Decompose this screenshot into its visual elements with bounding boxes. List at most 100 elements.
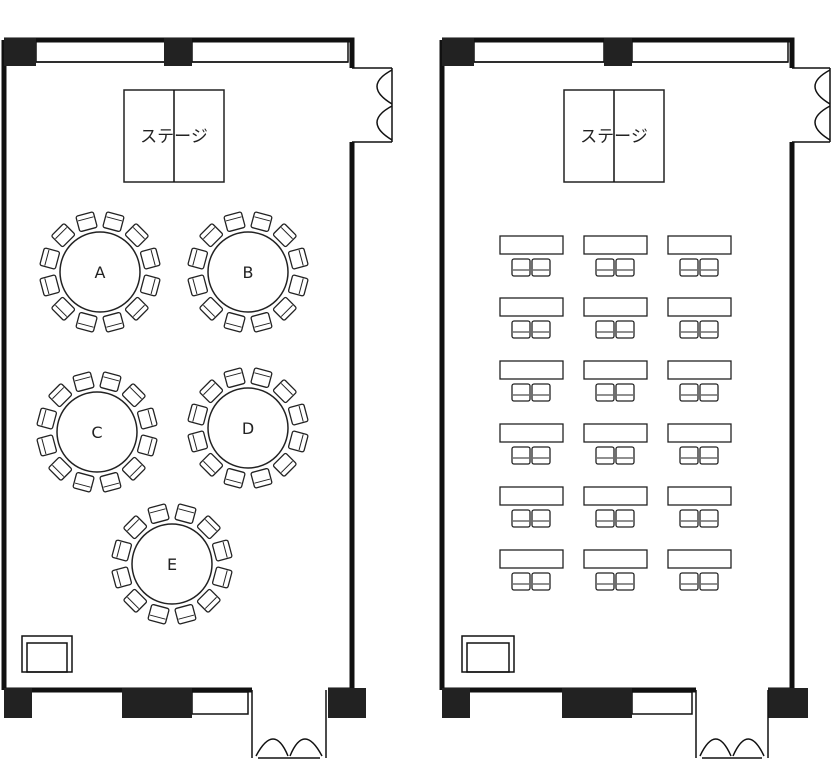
chair — [679, 446, 699, 465]
side-door[interactable] — [792, 67, 831, 143]
pillar — [604, 38, 632, 66]
side-door[interactable] — [352, 67, 393, 143]
chair — [250, 367, 273, 389]
pillar — [768, 688, 808, 718]
chair — [223, 211, 246, 233]
desk — [583, 423, 648, 443]
chair — [36, 407, 58, 430]
chair — [124, 223, 149, 248]
pillar — [562, 688, 632, 718]
chair — [595, 572, 615, 591]
chair — [699, 446, 719, 465]
table-top — [56, 391, 138, 473]
desk — [499, 549, 564, 569]
chair — [99, 371, 122, 393]
desk — [667, 549, 732, 569]
stage: ステージ — [123, 89, 225, 183]
desk — [667, 235, 732, 255]
chair — [187, 430, 209, 453]
chair — [615, 383, 635, 402]
desk-set — [499, 297, 564, 339]
chair — [36, 434, 58, 457]
round-table-d: D — [187, 367, 309, 489]
desk-set — [499, 423, 564, 465]
desk-set — [499, 235, 564, 277]
equipment-box — [461, 635, 515, 673]
desk-set — [583, 235, 648, 277]
chair — [272, 379, 297, 404]
pillar — [328, 688, 366, 718]
chair — [123, 588, 148, 613]
chair — [511, 572, 531, 591]
chair — [187, 274, 209, 297]
pillar — [442, 688, 470, 718]
chair — [199, 452, 224, 477]
table-top — [59, 231, 141, 313]
chair — [287, 403, 309, 426]
entrance-door[interactable] — [251, 690, 327, 759]
chair — [250, 211, 273, 233]
chair — [531, 320, 551, 339]
table-label: A — [95, 263, 106, 282]
chair — [136, 407, 158, 430]
chair — [595, 258, 615, 277]
entrance-door[interactable] — [695, 690, 769, 759]
chair — [679, 258, 699, 277]
chair — [699, 258, 719, 277]
chair — [699, 383, 719, 402]
desk — [583, 549, 648, 569]
pillar — [4, 38, 36, 66]
table-label: D — [242, 419, 254, 438]
chair — [595, 383, 615, 402]
chair — [531, 383, 551, 402]
chair — [111, 539, 133, 562]
chair — [699, 572, 719, 591]
desk-set — [583, 360, 648, 402]
chair — [39, 247, 61, 270]
chair — [223, 467, 246, 489]
desk-set — [499, 486, 564, 528]
chair — [121, 456, 146, 481]
chair — [511, 509, 531, 528]
desk — [583, 486, 648, 506]
classroom-room: ステージ — [439, 37, 831, 759]
desk-set — [583, 297, 648, 339]
desk — [499, 423, 564, 443]
chair — [147, 603, 170, 625]
pillar — [442, 38, 474, 66]
chair — [287, 430, 309, 453]
chair — [102, 311, 125, 333]
chair — [174, 603, 197, 625]
table-label: C — [91, 423, 102, 442]
pillar — [164, 38, 192, 66]
desk — [583, 360, 648, 380]
chair — [75, 311, 98, 333]
desk-set — [583, 486, 648, 528]
chair — [48, 456, 73, 481]
chair — [121, 383, 146, 408]
chair — [679, 509, 699, 528]
chair — [123, 515, 148, 540]
desk-set — [667, 486, 732, 528]
desk-set — [499, 360, 564, 402]
chair — [531, 572, 551, 591]
desk — [667, 423, 732, 443]
desk-set — [499, 549, 564, 591]
chair — [679, 320, 699, 339]
chair — [223, 311, 246, 333]
classroom-desks — [499, 235, 732, 591]
chair — [615, 258, 635, 277]
pillar — [122, 688, 192, 718]
chair — [136, 434, 158, 457]
desk — [583, 235, 648, 255]
desk — [667, 360, 732, 380]
chair — [139, 247, 161, 270]
chair — [39, 274, 61, 297]
chair — [196, 515, 221, 540]
chair — [250, 467, 273, 489]
stage: ステージ — [563, 89, 665, 183]
chair — [511, 320, 531, 339]
chair — [51, 223, 76, 248]
